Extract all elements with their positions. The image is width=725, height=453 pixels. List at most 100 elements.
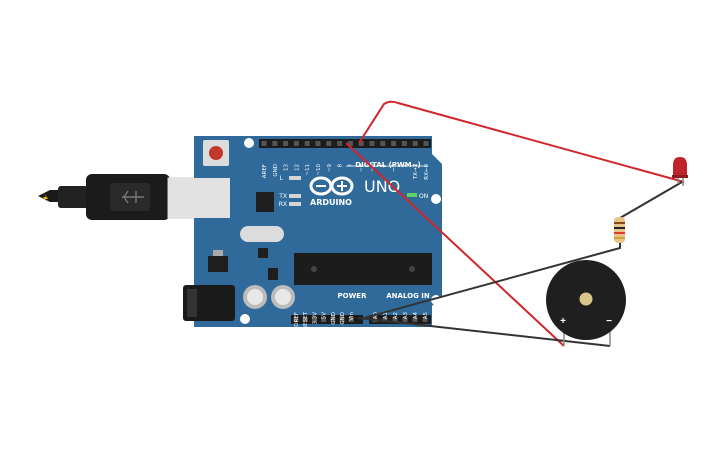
regulator-tab bbox=[213, 250, 223, 256]
pin-hole[interactable] bbox=[272, 141, 278, 146]
power-pin-label: RESET bbox=[303, 311, 309, 329]
power-pin-label: 3.3V bbox=[312, 312, 318, 325]
analog-pin-label: A1 bbox=[383, 312, 389, 319]
piezo-buzzer[interactable]: + − bbox=[546, 260, 626, 346]
pin-hole[interactable] bbox=[311, 317, 317, 322]
lightning-icon bbox=[43, 193, 48, 203]
power-pin-label: Vin bbox=[349, 311, 355, 320]
pin-hole[interactable] bbox=[412, 141, 418, 146]
usb-chip bbox=[256, 192, 274, 212]
pin-hole[interactable] bbox=[391, 141, 397, 146]
digital-pin-label: 13 bbox=[284, 164, 290, 171]
pin-hole[interactable] bbox=[392, 317, 398, 322]
led-rx-label: RX bbox=[279, 201, 287, 208]
digital-pin-label: ~3 bbox=[392, 164, 398, 173]
power-pin-label: GND bbox=[340, 312, 346, 325]
pin-hole[interactable] bbox=[401, 141, 407, 146]
digital-pin-label: 4 bbox=[381, 164, 387, 168]
resistor-band bbox=[614, 232, 625, 234]
pin-hole[interactable] bbox=[293, 141, 299, 146]
mounting-hole bbox=[431, 194, 441, 204]
pin-hole[interactable] bbox=[283, 141, 289, 146]
smd-chip bbox=[258, 248, 268, 258]
mounting-hole bbox=[244, 138, 254, 148]
pin-hole[interactable] bbox=[412, 317, 418, 322]
led-rx bbox=[289, 202, 301, 206]
wire-red-pin9-to-buzzer-plus[interactable] bbox=[345, 142, 565, 347]
power-header[interactable] bbox=[291, 315, 363, 324]
mounting-hole bbox=[240, 314, 250, 324]
power-pin-label: GND bbox=[331, 312, 337, 325]
reset-button[interactable] bbox=[209, 146, 223, 160]
capacitor-top bbox=[275, 289, 291, 305]
wire-black-gnd-to-buzzer-minus[interactable] bbox=[357, 317, 611, 347]
digital-pin-label: ~9 bbox=[327, 164, 333, 173]
pin-hole[interactable] bbox=[321, 317, 327, 322]
crystal-oscillator bbox=[240, 226, 284, 242]
power-jack-inner bbox=[187, 289, 197, 317]
chip-dot bbox=[409, 266, 415, 272]
resistor-band bbox=[614, 227, 625, 229]
pin-hole[interactable] bbox=[348, 317, 354, 322]
usb-cable-end bbox=[38, 190, 58, 202]
wire-red-pin8-to-led[interactable] bbox=[358, 100, 685, 183]
pin-hole[interactable] bbox=[337, 141, 343, 146]
digital-pin-label: 12 bbox=[294, 164, 300, 171]
digital-pin-label: ~10 bbox=[316, 164, 322, 176]
pin-hole[interactable] bbox=[293, 317, 299, 322]
buzzer-plus-label: + bbox=[560, 316, 566, 327]
pin-hole[interactable] bbox=[358, 141, 364, 146]
resistor-band bbox=[614, 237, 625, 239]
pin-hole[interactable] bbox=[302, 317, 308, 322]
digital-header[interactable] bbox=[259, 139, 431, 148]
pin-hole[interactable] bbox=[347, 141, 353, 146]
pin-hole[interactable] bbox=[369, 141, 375, 146]
digital-pin-label: ~11 bbox=[305, 164, 311, 176]
resistor-body bbox=[614, 217, 625, 243]
arduino-logo-icon bbox=[309, 176, 354, 196]
power-pin-label: 5V bbox=[322, 312, 328, 319]
smd-chip bbox=[268, 268, 278, 280]
analog-pin-label: A3 bbox=[403, 312, 409, 320]
model-label: UNO bbox=[364, 177, 400, 196]
led-l bbox=[289, 176, 301, 180]
led-on bbox=[407, 193, 417, 197]
led-body bbox=[673, 157, 687, 177]
resistor[interactable] bbox=[614, 217, 625, 243]
pin-hole[interactable] bbox=[330, 317, 336, 322]
pin-hole[interactable] bbox=[422, 317, 428, 322]
voltage-regulator bbox=[208, 256, 228, 272]
pin-hole[interactable] bbox=[261, 141, 267, 146]
led-l-label: L bbox=[280, 175, 284, 182]
pin-hole[interactable] bbox=[423, 141, 429, 146]
buzzer-minus-label: − bbox=[606, 316, 612, 327]
digital-pin-label: 8 bbox=[338, 164, 344, 168]
usb-symbol-icon bbox=[122, 190, 144, 204]
buzzer-center bbox=[579, 292, 593, 306]
digital-pin-label: ~6 bbox=[359, 164, 365, 173]
pin-hole[interactable] bbox=[326, 141, 332, 146]
chip-notch bbox=[311, 266, 317, 272]
digital-pin-label: GND bbox=[273, 164, 279, 177]
analog-label: ANALOG IN bbox=[386, 292, 430, 300]
digital-label: DIGITAL (PWM~) bbox=[355, 161, 420, 169]
power-label: POWER bbox=[338, 292, 368, 300]
analog-header[interactable] bbox=[369, 315, 431, 324]
pin-hole[interactable] bbox=[315, 141, 321, 146]
analog-pin-label: A4 bbox=[413, 312, 419, 320]
led-rim bbox=[672, 175, 688, 178]
pin-hole[interactable] bbox=[402, 317, 408, 322]
pin-hole[interactable] bbox=[380, 141, 386, 146]
digital-pin-holes bbox=[261, 141, 429, 146]
pin-hole[interactable] bbox=[339, 317, 345, 322]
led-on-label: ON bbox=[419, 193, 428, 200]
digital-pin-label: AREF bbox=[262, 164, 268, 178]
pin-hole[interactable] bbox=[304, 141, 310, 146]
analog-pin-label: A5 bbox=[423, 312, 429, 320]
pin-hole[interactable] bbox=[382, 317, 388, 322]
resistor-band bbox=[614, 222, 625, 224]
red-led[interactable] bbox=[672, 157, 688, 186]
